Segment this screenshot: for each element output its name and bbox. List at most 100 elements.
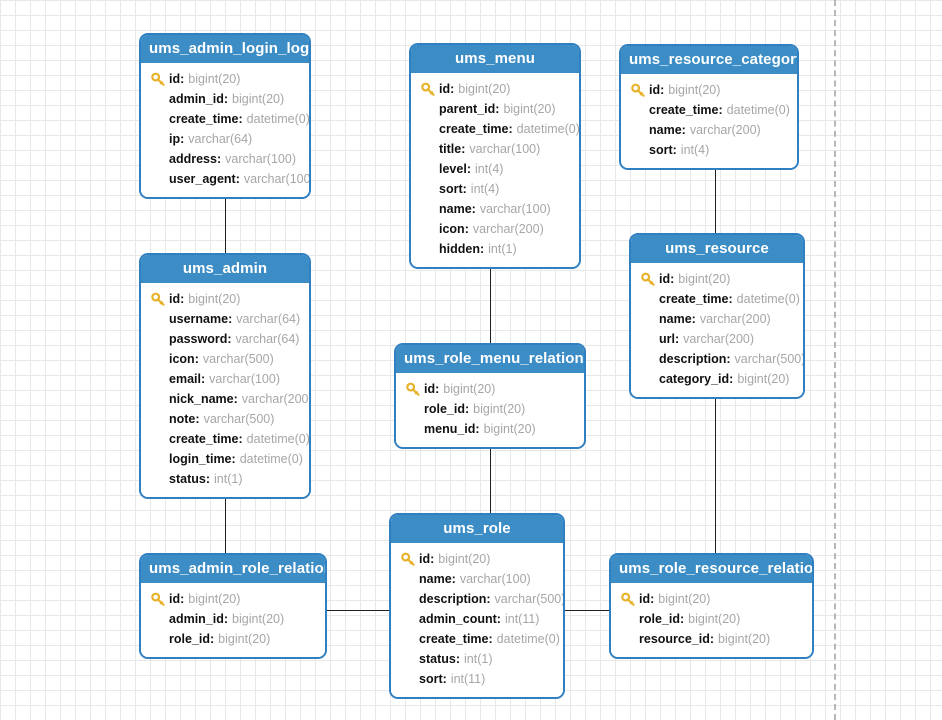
field-name: address [169, 152, 217, 167]
field-row[interactable]: address:varchar(100) [149, 149, 299, 169]
field-row[interactable]: nick_name:varchar(200) [149, 389, 309, 409]
field-row[interactable]: id:bigint(20) [619, 589, 802, 609]
table-title-ums_resource[interactable]: ums_resource [631, 235, 803, 264]
table-title-ums_resource_category[interactable]: ums_resource_category [621, 46, 797, 75]
field-row[interactable]: create_time:datetime(0) [399, 629, 560, 649]
field-row[interactable]: id:bigint(20) [149, 289, 299, 309]
table-ums_role[interactable]: ums_role id:bigint(20)name:varchar(100)de… [389, 513, 565, 700]
table-title-ums_admin_login_log[interactable]: ums_admin_login_log [141, 35, 309, 64]
field-row[interactable]: description:varchar(500) [639, 349, 803, 369]
field-separator: : [479, 242, 485, 257]
table-ums_resource[interactable]: ums_resource id:bigint(20)create_time:dat… [629, 233, 805, 400]
field-row[interactable]: role_id:bigint(20) [149, 629, 315, 649]
field-row[interactable]: name:varchar(200) [639, 309, 793, 329]
field-row[interactable]: id:bigint(20) [629, 80, 787, 100]
field-row[interactable]: username:varchar(64) [149, 309, 300, 329]
field-row[interactable]: role_id:bigint(20) [619, 609, 802, 629]
field-name: create_time [659, 292, 729, 307]
field-row[interactable]: admin_id:bigint(20) [149, 609, 315, 629]
field-separator: : [464, 222, 469, 237]
field-row[interactable]: email:varchar(100) [149, 369, 299, 389]
edge-role-menu-relation-to-role[interactable] [490, 447, 491, 513]
field-row[interactable]: title:varchar(100) [419, 139, 569, 159]
field-type: datetime(0) [239, 452, 303, 467]
edge-admin-login-log-to-admin[interactable] [225, 197, 226, 253]
edge-resource-category-to-resource[interactable] [715, 158, 716, 233]
field-separator: : [674, 332, 680, 347]
field-row[interactable]: user_agent:varchar(100) [149, 169, 309, 189]
field-row[interactable]: role_id:bigint(20) [404, 399, 574, 419]
field-icon-spacer [149, 631, 167, 647]
field-row[interactable]: create_time:datetime(0) [639, 289, 800, 309]
table-ums_menu[interactable]: ums_menu id:bigint(20)parent_id:bigint(20… [409, 43, 581, 270]
table-title-ums_admin[interactable]: ums_admin [141, 255, 309, 284]
edge-resource-to-role-resource-relation[interactable] [715, 397, 716, 553]
field-row[interactable]: sort:int(11) [399, 669, 553, 689]
field-icon-spacer [419, 121, 437, 137]
field-row[interactable]: id:bigint(20) [149, 589, 315, 609]
field-row[interactable]: hidden:int(1) [419, 239, 569, 259]
field-type: bigint(20) [438, 552, 491, 567]
field-row[interactable]: name:varchar(100) [399, 569, 553, 589]
field-row[interactable]: icon:varchar(200) [419, 219, 569, 239]
field-type: datetime(0) [496, 632, 560, 647]
field-row[interactable]: create_time:datetime(0) [419, 119, 579, 139]
field-row[interactable]: login_time:datetime(0) [149, 449, 303, 469]
field-row[interactable]: id:bigint(20) [419, 79, 569, 99]
field-row[interactable]: sort:int(4) [629, 140, 787, 160]
field-name: ip [169, 132, 181, 147]
field-row[interactable]: resource_id:bigint(20) [619, 629, 802, 649]
table-title-ums_admin_role_relation[interactable]: ums_admin_role_relation [141, 555, 325, 584]
field-row[interactable]: id:bigint(20) [639, 269, 793, 289]
field-row[interactable]: level:int(4) [419, 159, 569, 179]
field-row[interactable]: password:varchar(64) [149, 329, 299, 349]
table-title-ums_role[interactable]: ums_role [391, 515, 563, 544]
field-row[interactable]: status:int(1) [149, 469, 299, 489]
edge-admin-role-relation-to-role[interactable] [327, 610, 389, 611]
field-row[interactable]: description:varchar(500) [399, 589, 563, 609]
field-row[interactable]: icon:varchar(500) [149, 349, 299, 369]
field-row[interactable]: menu_id:bigint(20) [404, 419, 574, 439]
table-ums_admin_role_relation[interactable]: ums_admin_role_relation id:bigint(20)admi… [139, 553, 327, 660]
field-row[interactable]: url:varchar(200) [639, 329, 793, 349]
field-type: datetime(0) [726, 103, 790, 118]
edge-admin-to-admin-role-relation[interactable] [225, 497, 226, 553]
field-type: datetime(0) [516, 122, 580, 137]
field-row[interactable]: ip:varchar(64) [149, 129, 299, 149]
table-ums_role_menu_relation[interactable]: ums_role_menu_relation id:bigint(20)role_… [394, 343, 586, 450]
field-row[interactable]: name:varchar(200) [629, 120, 787, 140]
field-separator: : [238, 432, 243, 447]
field-separator: : [200, 372, 206, 387]
edge-menu-to-role-menu-relation[interactable] [490, 267, 491, 343]
table-title-ums_role_resource_relation[interactable]: ums_role_resource_relation [611, 555, 812, 584]
field-row[interactable]: create_time:datetime(0) [629, 100, 790, 120]
table-title-ums_menu[interactable]: ums_menu [411, 45, 579, 74]
table-fields-ums_admin: id:bigint(20)username:varchar(64)passwor… [141, 283, 309, 498]
field-type: varchar(200) [699, 312, 771, 327]
field-row[interactable]: create_time:datetime(0) [149, 429, 309, 449]
field-row[interactable]: status:int(1) [399, 649, 553, 669]
table-title-ums_role_menu_relation[interactable]: ums_role_menu_relation [396, 345, 584, 374]
field-row[interactable]: category_id:bigint(20) [639, 369, 793, 389]
field-row[interactable]: name:varchar(100) [419, 199, 569, 219]
field-row[interactable]: admin_id:bigint(20) [149, 89, 299, 109]
field-row[interactable]: id:bigint(20) [149, 69, 299, 89]
primary-key-icon [149, 71, 167, 87]
field-row[interactable]: create_time:datetime(0) [149, 109, 309, 129]
field-name: id [169, 292, 181, 307]
field-row[interactable]: sort:int(4) [419, 179, 569, 199]
field-row[interactable]: id:bigint(20) [404, 379, 574, 399]
field-name: password [169, 332, 228, 347]
field-name: sort [419, 672, 443, 687]
field-icon-spacer [639, 371, 657, 387]
field-row[interactable]: parent_id:bigint(20) [419, 99, 569, 119]
table-ums_resource_category[interactable]: ums_resource_category id:bigint(20)create… [619, 44, 799, 171]
edge-role-to-role-resource-relation[interactable] [565, 610, 609, 611]
table-ums_admin_login_log[interactable]: ums_admin_login_log id:bigint(20)admin_id… [139, 33, 311, 200]
field-row[interactable]: admin_count:int(11) [399, 609, 553, 629]
field-row[interactable]: id:bigint(20) [399, 549, 553, 569]
field-row[interactable]: note:varchar(500) [149, 409, 299, 429]
